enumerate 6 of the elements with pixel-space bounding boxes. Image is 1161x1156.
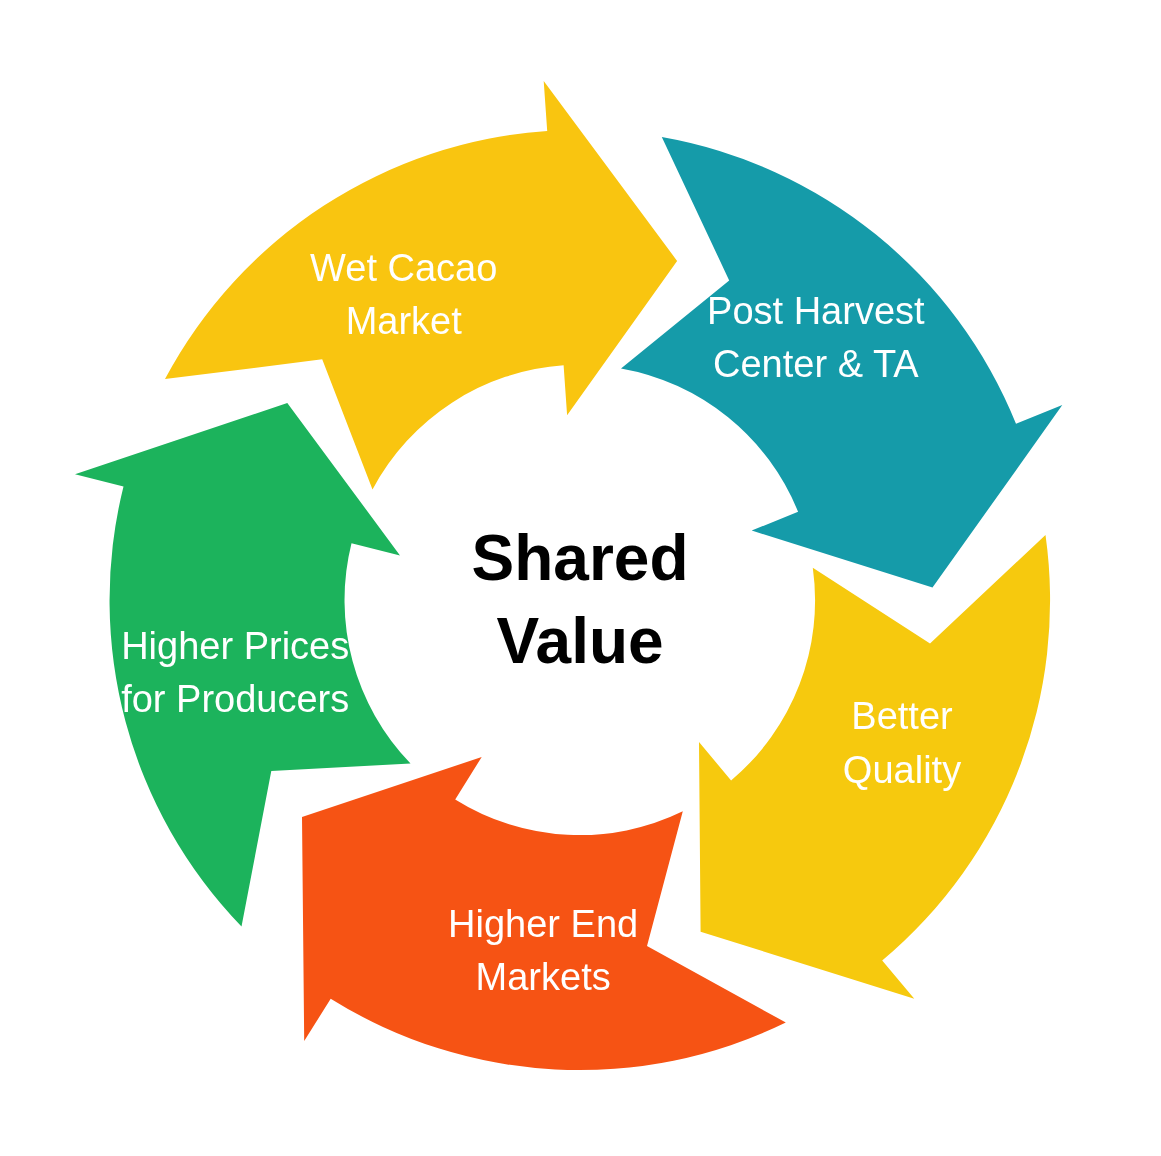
segment-label: Better Quality [841,694,963,793]
segment-label: Wet Cacao Market [309,245,499,344]
segment-label: Higher End Markets [447,901,640,1000]
segment-label: Post Harvest Center & TA [706,288,926,387]
center-label: Shared Value [470,520,690,679]
segment-label: Higher Prices for Producers [120,624,351,723]
